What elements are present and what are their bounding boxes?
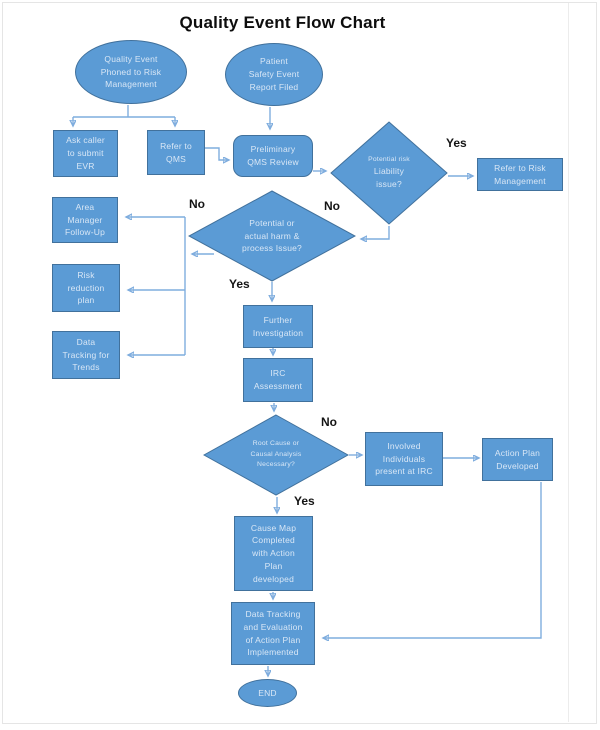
node-label: Ask caller to submit EVR (66, 135, 105, 171)
node-label: Data Tracking and Evaluation of Action P… (243, 609, 303, 658)
node-involved-individuals-irc: Involved Individuals present at IRC (365, 432, 443, 486)
node-label: Data Tracking for Trends (62, 336, 110, 373)
page-title: Quality Event Flow Chart (179, 13, 386, 32)
branch-label-yes-liability: Yes (446, 136, 467, 150)
node-refer-to-qms: Refer to QMS (147, 130, 205, 175)
branch-label-no-root-cause: No (321, 415, 337, 429)
branch-label-yes-harm: Yes (229, 277, 250, 291)
node-data-tracking-evaluation: Data Tracking and Evaluation of Action P… (231, 602, 315, 665)
node-label: Refer to Risk Management (494, 162, 546, 186)
node-label: Refer to QMS (160, 140, 192, 164)
node-label: END (258, 687, 277, 698)
node-label: Root Cause or Causal Analysis Necessary? (250, 440, 302, 469)
branch-label-no-liability: No (324, 199, 340, 213)
node-label: Further Investigation (252, 314, 304, 338)
node-risk-reduction-plan: Risk reduction plan (52, 264, 120, 312)
node-area-manager-follow-up: Area Manager Follow-Up (52, 197, 118, 243)
node-preliminary-qms-review: Preliminary QMS Review (233, 135, 313, 177)
node-label: Area Manager Follow-Up (64, 201, 106, 238)
diamond-shape (188, 190, 356, 282)
node-ask-caller-evr: Ask caller to submit EVR (53, 130, 118, 177)
node-decision-root-cause-analysis: Root Cause or Causal Analysis Necessary? (203, 414, 349, 496)
node-label-small: Potential risk (368, 156, 410, 164)
node-cause-map-completed: Cause Map Completed with Action Plan dev… (234, 516, 313, 591)
node-label: Quality Event Phoned to Risk Management (100, 53, 162, 90)
node-decision-harm-process-issue: Potential or actual harm & process Issue… (188, 190, 356, 282)
node-label: Involved Individuals present at IRC (375, 440, 433, 477)
node-label: Potential or actual harm & process Issue… (242, 217, 302, 254)
node-label-main: Liability issue? (373, 166, 405, 190)
node-data-tracking-for-trends: Data Tracking for Trends (52, 331, 120, 379)
node-action-plan-developed: Action Plan Developed (482, 438, 553, 481)
node-irc-assessment: IRC Assessment (243, 358, 313, 402)
node-label: Action Plan Developed (494, 447, 541, 471)
node-end: END (238, 679, 297, 707)
branch-label-yes-root-cause: Yes (294, 494, 315, 508)
diamond-shape (203, 414, 349, 496)
diamond-shape (330, 121, 448, 225)
node-label: IRC Assessment (253, 368, 303, 391)
node-quality-event-phoned: Quality Event Phoned to Risk Management (75, 40, 187, 104)
node-refer-to-risk-management: Refer to Risk Management (477, 158, 563, 191)
node-label: Patient Safety Event Report Filed (248, 56, 300, 92)
page-divider-line (568, 3, 569, 722)
node-label: Preliminary QMS Review (247, 144, 299, 167)
node-further-investigation: Further Investigation (243, 305, 313, 348)
node-label: Cause Map Completed with Action Plan dev… (250, 522, 297, 584)
node-label: Risk reduction plan (67, 269, 105, 306)
node-patient-safety-report: Patient Safety Event Report Filed (225, 43, 323, 106)
branch-label-no-harm: No (189, 197, 205, 211)
